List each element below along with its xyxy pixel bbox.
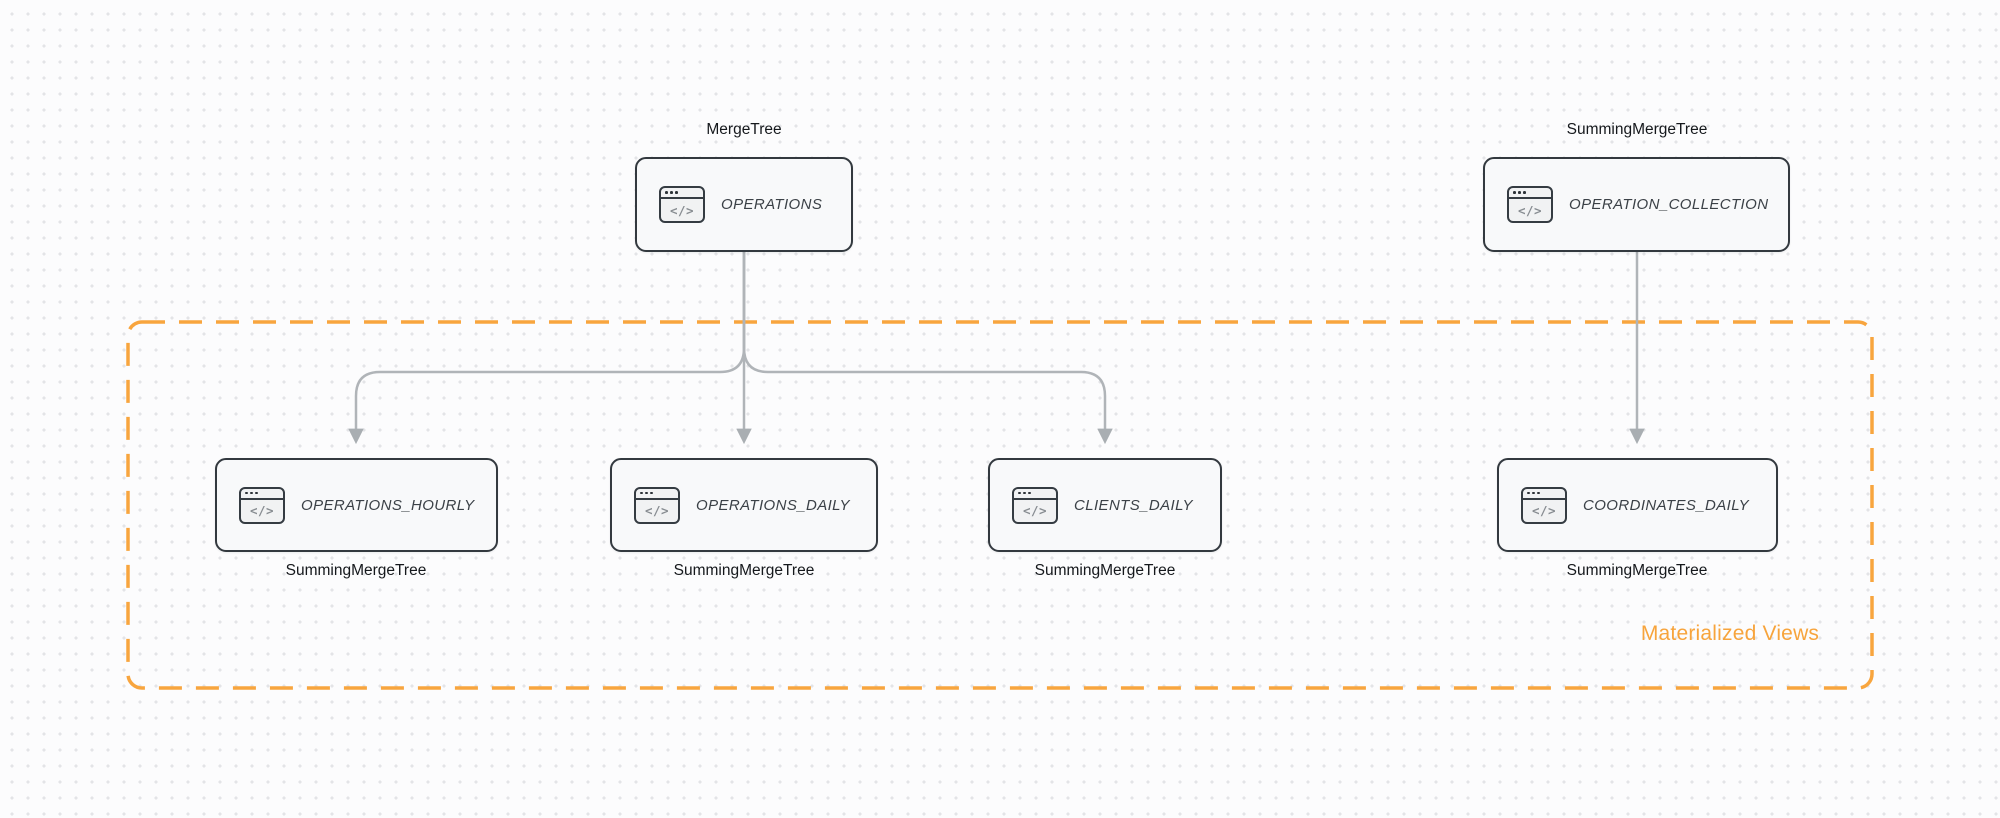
code-glyph: </> xyxy=(249,503,275,518)
engine-label-summingmergetree: SummingMergeTree xyxy=(1566,562,1708,579)
edge-operations-to-hourly xyxy=(348,252,746,445)
table-name: CLIENTS_DAILY xyxy=(1074,496,1193,514)
code-glyph: </> xyxy=(669,202,695,218)
code-glyph: </> xyxy=(1022,503,1048,518)
code-glyph: </> xyxy=(1517,202,1543,218)
table-node-operations-hourly[interactable]: </> OPERATIONS_HOURLY xyxy=(215,458,498,552)
table-node-operation-collection[interactable]: </> OPERATION_COLLECTION xyxy=(1483,157,1790,252)
window-dots xyxy=(1523,489,1565,500)
materialized-views-label: Materialized Views xyxy=(1640,622,1820,645)
engine-label-summingmergetree: SummingMergeTree xyxy=(673,562,815,579)
table-name: COORDINATES_DAILY xyxy=(1583,496,1750,514)
edge-operations-to-clients xyxy=(742,252,1113,445)
table-node-operations[interactable]: </> OPERATIONS xyxy=(635,157,853,252)
table-node-clients-daily[interactable]: </> CLIENTS_DAILY xyxy=(988,458,1222,552)
code-window-icon: </> xyxy=(1521,486,1567,524)
table-name: OPERATIONS_DAILY xyxy=(696,496,850,514)
engine-label-summingmergetree: SummingMergeTree xyxy=(285,562,427,579)
code-glyph: </> xyxy=(644,503,670,518)
code-window-icon: </> xyxy=(634,486,680,524)
table-name: OPERATIONS xyxy=(721,196,823,213)
engine-label-summingmergetree: SummingMergeTree xyxy=(1566,121,1708,138)
code-window-icon: </> xyxy=(659,186,705,223)
table-node-operations-daily[interactable]: </> OPERATIONS_DAILY xyxy=(610,458,878,552)
table-name: OPERATIONS_HOURLY xyxy=(301,496,475,514)
window-dots xyxy=(241,489,283,500)
code-window-icon: </> xyxy=(239,486,285,524)
code-glyph: </> xyxy=(1531,503,1557,518)
table-name: OPERATION_COLLECTION xyxy=(1569,196,1769,213)
window-dots xyxy=(661,188,703,199)
window-dots xyxy=(636,489,678,500)
code-window-icon: </> xyxy=(1507,186,1553,223)
engine-label-summingmergetree: SummingMergeTree xyxy=(1034,562,1176,579)
window-dots xyxy=(1509,188,1551,199)
window-dots xyxy=(1014,489,1056,500)
engine-label-mergetree: MergeTree xyxy=(706,121,782,138)
code-window-icon: </> xyxy=(1012,486,1058,524)
table-node-coordinates-daily[interactable]: </> COORDINATES_DAILY xyxy=(1497,458,1778,552)
